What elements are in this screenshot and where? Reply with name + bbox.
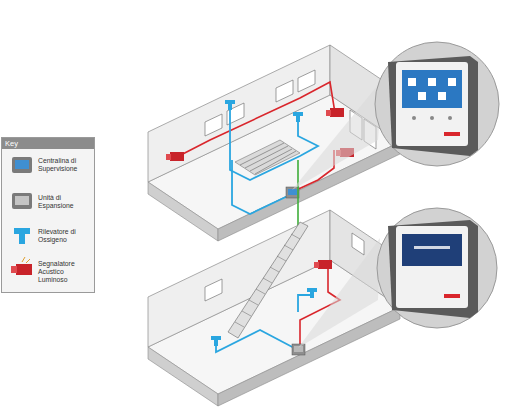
supervision-unit-icon — [12, 157, 32, 173]
expansion-unit-icon — [12, 193, 32, 209]
upper-floor — [148, 45, 400, 241]
legend-label: Segnalatore Acustico Luminoso — [38, 260, 94, 284]
supervision-unit-zoom — [375, 42, 499, 166]
callout-beam — [292, 80, 382, 190]
legend-label: Unità di Espansione — [38, 194, 94, 210]
legend-label: Rilevatore di Ossigeno — [38, 228, 94, 244]
lower-floor — [148, 210, 400, 406]
oxygen-detector-icon — [14, 228, 30, 244]
callout-beam — [298, 238, 380, 348]
expansion-unit-zoom — [377, 208, 497, 328]
legend-title: Key — [5, 138, 18, 149]
legend-label: Centralina di Supervisione — [38, 157, 94, 173]
legend-header: Key — [2, 138, 94, 149]
legend-box: Key Centralina di SupervisioneUnità di E… — [1, 137, 95, 293]
beacon-icon — [11, 257, 32, 275]
